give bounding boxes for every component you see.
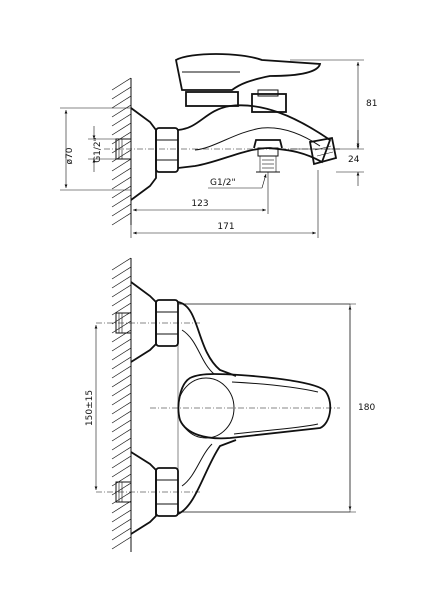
- wall-hatch-line: [111, 266, 132, 280]
- dim-inner-length: 123: [130, 172, 269, 238]
- wall-hatch-line: [111, 365, 132, 379]
- wall-hatch-line: [111, 329, 132, 343]
- wall-hatch-line: [111, 167, 132, 181]
- wall-hatch-line: [111, 374, 132, 388]
- wall-hatch-line: [111, 347, 132, 361]
- dim-width: 180: [178, 303, 375, 513]
- wall-hatch-line: [111, 275, 132, 289]
- wall-hatch-line: [111, 176, 132, 190]
- wall-hatch-line: [111, 131, 132, 145]
- dim-spout-drop-label: 24: [348, 155, 360, 165]
- mixer-body-inner-line: [194, 127, 321, 151]
- dim-width-label: 180: [358, 403, 375, 413]
- dim-diameter: ø70: [60, 107, 131, 191]
- wall-hatch-line: [111, 464, 132, 478]
- dim-centers: 150±15: [85, 325, 98, 490]
- wall-hatch-line: [111, 194, 132, 208]
- wall-hatch-line: [111, 473, 132, 487]
- wall-hatch-line: [111, 113, 132, 127]
- wall-hatch-line: [111, 446, 132, 460]
- wall-hatch-line: [111, 491, 132, 505]
- wall-hatch-line: [111, 518, 132, 532]
- spout-nozzle: [308, 136, 338, 166]
- dim-inner-length-label: 123: [191, 199, 208, 209]
- wall-hatch-line: [111, 293, 132, 307]
- wall-hatch-line: [111, 257, 132, 271]
- outlet-connector-top: [253, 139, 283, 173]
- wall-hatch-line: [111, 437, 132, 451]
- wall-front: [111, 257, 132, 552]
- lever-handle-front: [177, 373, 332, 440]
- wall-hatch-line: [111, 338, 132, 352]
- lever-handle-top: [174, 53, 322, 107]
- wall-hatch-line: [111, 122, 132, 136]
- wall-hatch-line: [111, 419, 132, 433]
- dim-spout-drop: 24: [336, 130, 364, 186]
- wall-hatch-line: [111, 392, 132, 406]
- wall-hatch-line: [111, 158, 132, 172]
- wall-hatch-line: [111, 428, 132, 442]
- flange-lower: [130, 451, 157, 535]
- wall-hatch-line: [111, 203, 132, 217]
- mixer-body-front: [177, 301, 237, 515]
- diverter-top: [251, 89, 287, 113]
- dim-height-label: 81: [366, 99, 377, 109]
- mixer-body-front-inner: [181, 329, 215, 487]
- wall-hatch-line: [111, 104, 132, 118]
- wall-hatch-line: [111, 86, 132, 100]
- flange-upper: [130, 281, 157, 363]
- wall-hatch-line: [111, 455, 132, 469]
- dim-outlet-thread: G1/2": [208, 173, 267, 189]
- wall-hatch-line: [111, 284, 132, 298]
- wall-hatch-line: [111, 356, 132, 370]
- dim-overall-length: 171: [133, 170, 319, 238]
- wall-hatch-line: [111, 140, 132, 154]
- wall-hatch-line: [111, 401, 132, 415]
- dim-overall-length-label: 171: [217, 222, 234, 232]
- dim-centers-label: 150±15: [85, 390, 95, 426]
- wall-hatch-line: [111, 482, 132, 496]
- wall-hatch-line: [111, 410, 132, 424]
- hex-nut-top: [155, 127, 179, 173]
- wall-hatch-line: [111, 149, 132, 163]
- wall-hatch-line: [111, 212, 132, 226]
- wall-hatch-line: [111, 311, 132, 325]
- wall-hatch-line: [111, 509, 132, 523]
- wall-hatch-line: [111, 527, 132, 541]
- dim-outlet-thread-label: G1/2": [210, 178, 236, 188]
- wall-hatch-line: [111, 302, 132, 316]
- wall-top: [111, 77, 132, 226]
- flange-top: [130, 107, 157, 201]
- front-view: 150±15 180: [85, 257, 375, 552]
- mixer-body-top: [177, 104, 332, 169]
- wall-hatch-line: [111, 77, 132, 91]
- wall-hatch-line: [111, 536, 132, 550]
- wall-hatch-line: [111, 320, 132, 334]
- wall-hatch-line: [111, 95, 132, 109]
- wall-hatch-line: [111, 185, 132, 199]
- dim-inlet-thread-label: G1/2": [93, 137, 103, 163]
- side-view: ø70 G1/2" 81 24 G1/2": [60, 53, 377, 238]
- wall-hatch-line: [111, 383, 132, 397]
- dim-diameter-label: ø70: [65, 147, 75, 164]
- wall-hatch-line: [111, 500, 132, 514]
- dim-inlet-thread: G1/2": [88, 126, 116, 172]
